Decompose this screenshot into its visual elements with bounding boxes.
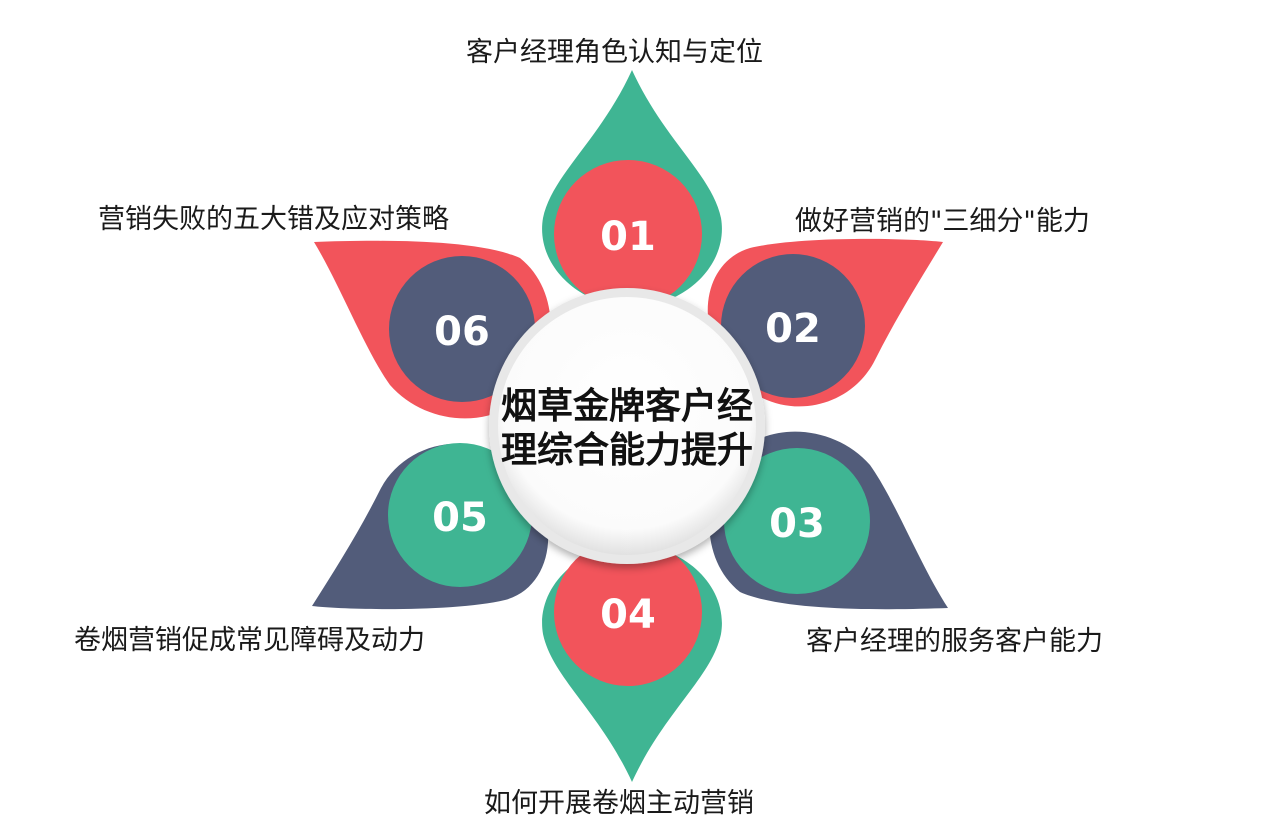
- petal-03-number: 03: [769, 501, 825, 547]
- petal-02: 02: [707, 238, 943, 407]
- center-hub: 烟草金牌客户经 理综合能力提升: [489, 288, 765, 564]
- petal-01: 01: [542, 70, 722, 308]
- petal-05: 05: [312, 443, 549, 610]
- petal-04: 04: [542, 538, 722, 782]
- petal-02-circle: [721, 254, 865, 398]
- petal-05-circle: [388, 443, 532, 587]
- petal-04-circle: [554, 538, 702, 686]
- petal-02-number: 02: [765, 306, 821, 352]
- label-05: 卷烟营销促成常见障碍及动力: [74, 625, 425, 656]
- petal-06: 06: [314, 240, 551, 419]
- label-03: 客户经理的服务客户能力: [806, 626, 1103, 657]
- label-01: 客户经理角色认知与定位: [466, 37, 763, 68]
- label-04: 如何开展卷烟主动营销: [484, 788, 754, 819]
- petal-04-number: 04: [600, 592, 656, 638]
- center-title-line1: 烟草金牌客户经: [501, 385, 753, 427]
- petal-03-circle: [724, 448, 870, 594]
- petal-06-circle: [389, 256, 535, 402]
- petal-05-number: 05: [432, 495, 488, 541]
- petal-01-circle: [554, 160, 702, 308]
- center-title-line2: 理综合能力提升: [501, 430, 753, 471]
- center-circle: [498, 297, 756, 555]
- petal-01-number: 01: [600, 214, 656, 260]
- label-06: 营销失败的五大错及应对策略: [98, 204, 449, 235]
- petal-03: 03: [709, 431, 948, 610]
- label-02: 做好营销的"三细分"能力: [795, 206, 1090, 237]
- petal-06-number: 06: [434, 309, 490, 355]
